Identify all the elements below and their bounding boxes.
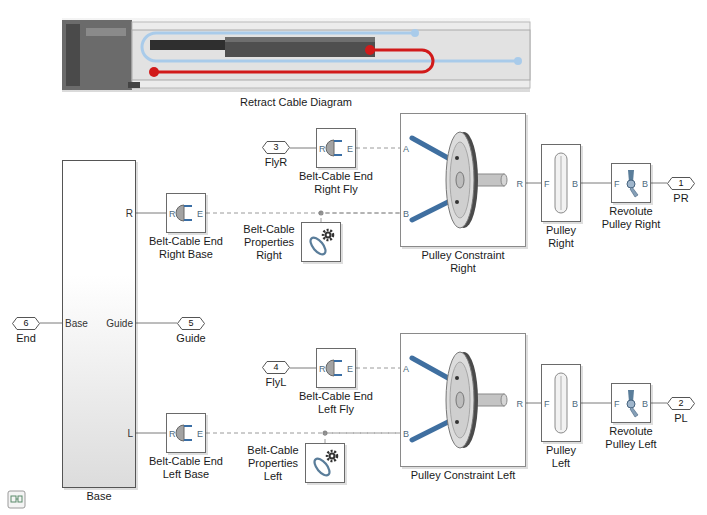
- port-shape: [13, 318, 40, 330]
- revolute-joint-block: FBRevolute Pulley Left: [611, 383, 651, 423]
- port-block: 2PL: [667, 397, 695, 410]
- block-name: Pulley Constraint Left: [408, 469, 518, 482]
- connector: [290, 368, 316, 369]
- port-label: F: [614, 178, 620, 190]
- connector: [356, 148, 400, 149]
- connector: [40, 323, 62, 324]
- port-label: B: [642, 398, 648, 410]
- port-name: End: [16, 332, 36, 345]
- connector: [581, 183, 611, 184]
- block-name: Belt-Cable Properties Left: [244, 444, 302, 483]
- port-label: A: [403, 363, 409, 375]
- pulley-block: FBPulley Right: [541, 144, 581, 222]
- block-name: Belt-Cable Properties Right: [240, 223, 298, 262]
- belt-cable-end-block: REBelt-Cable End Right Base: [166, 193, 206, 233]
- connector: [356, 368, 400, 369]
- port-label: L: [127, 428, 133, 440]
- block-name: Belt-Cable End Left Fly: [294, 390, 379, 416]
- port-label: B: [572, 398, 578, 410]
- port-label: B: [403, 428, 409, 440]
- connector: [651, 403, 667, 404]
- port-label: R: [319, 143, 326, 155]
- port-label: F: [614, 398, 620, 410]
- port-label: R: [319, 363, 326, 375]
- port-shape: [263, 142, 290, 154]
- port-label: E: [347, 143, 353, 155]
- diagram-caption: Retract Cable Diagram: [62, 96, 530, 109]
- port-label: B: [403, 208, 409, 220]
- connector: [526, 403, 541, 404]
- base-block: BaseRGuideLBase: [62, 160, 136, 488]
- connector: [325, 433, 400, 443]
- connector: [290, 148, 316, 149]
- port-label: R: [169, 208, 176, 220]
- block-name: Pulley Right: [536, 224, 586, 250]
- port-number: 2: [667, 397, 695, 410]
- cable-properties-block: Belt-Cable Properties Right: [301, 222, 341, 262]
- port-name: FlyR: [265, 156, 288, 169]
- port-label: E: [347, 363, 353, 375]
- connector: [526, 183, 541, 184]
- revolute-joint-block: FBRevolute Pulley Right: [611, 163, 651, 203]
- port-number: 3: [262, 141, 290, 154]
- port-name: FlyL: [266, 376, 287, 389]
- port-label: A: [403, 143, 409, 155]
- block-name: Pulley Left: [536, 444, 586, 470]
- block-name: Belt-Cable End Right Base: [144, 235, 229, 261]
- port-name: PL: [674, 412, 687, 425]
- connector: [581, 403, 611, 404]
- port-label: F: [544, 178, 550, 190]
- port-block: 5Guide: [177, 317, 205, 330]
- port-number: 1: [667, 177, 695, 190]
- belt-cable-end-block: REBelt-Cable End Left Fly: [316, 348, 356, 388]
- block-name: Base: [69, 490, 129, 503]
- cable-properties-block: Belt-Cable Properties Left: [305, 443, 345, 483]
- port-name: PR: [673, 192, 688, 205]
- port-label: B: [572, 178, 578, 190]
- port-label: F: [544, 398, 550, 410]
- port-block: 4FlyL: [262, 361, 290, 374]
- belt-cable-end-block: REBelt-Cable End Right Fly: [316, 128, 356, 168]
- port-label: E: [197, 428, 203, 440]
- port-number: 4: [262, 361, 290, 374]
- pulley-block: FBPulley Left: [541, 364, 581, 442]
- pulley-constraint-block: ABRPulley Constraint Right: [400, 113, 526, 247]
- port-label: Base: [65, 318, 88, 330]
- port-block: 1PR: [667, 177, 695, 190]
- port-block: 3FlyR: [262, 141, 290, 154]
- block-name: Revolute Pulley Left: [599, 425, 663, 451]
- port-shape: [668, 178, 695, 190]
- port-number: 6: [12, 317, 40, 330]
- port-label: R: [126, 208, 133, 220]
- port-shape: [178, 318, 205, 330]
- port-label: Guide: [106, 318, 133, 330]
- connector: [651, 183, 667, 184]
- connector: [136, 213, 166, 214]
- port-block: 6End: [12, 317, 40, 330]
- pulley-constraint-block: ABRPulley Constraint Left: [400, 333, 526, 467]
- port-shape: [263, 362, 290, 374]
- port-shape: [668, 398, 695, 410]
- block-name: Belt-Cable End Left Base: [144, 455, 229, 481]
- block-name: Belt-Cable End Right Fly: [294, 170, 379, 196]
- port-label: E: [197, 208, 203, 220]
- belt-cable-end-block: REBelt-Cable End Left Base: [166, 413, 206, 453]
- port-label: R: [517, 398, 524, 410]
- connector: [136, 433, 166, 434]
- connector: [206, 433, 400, 434]
- connector: [321, 213, 400, 222]
- port-label: R: [517, 178, 524, 190]
- port-number: 5: [177, 317, 205, 330]
- block-name: Revolute Pulley Right: [599, 205, 663, 231]
- connector: [136, 323, 177, 324]
- block-name: Pulley Constraint Right: [408, 249, 518, 275]
- port-label: B: [642, 178, 648, 190]
- port-label: R: [169, 428, 176, 440]
- port-name: Guide: [176, 332, 205, 345]
